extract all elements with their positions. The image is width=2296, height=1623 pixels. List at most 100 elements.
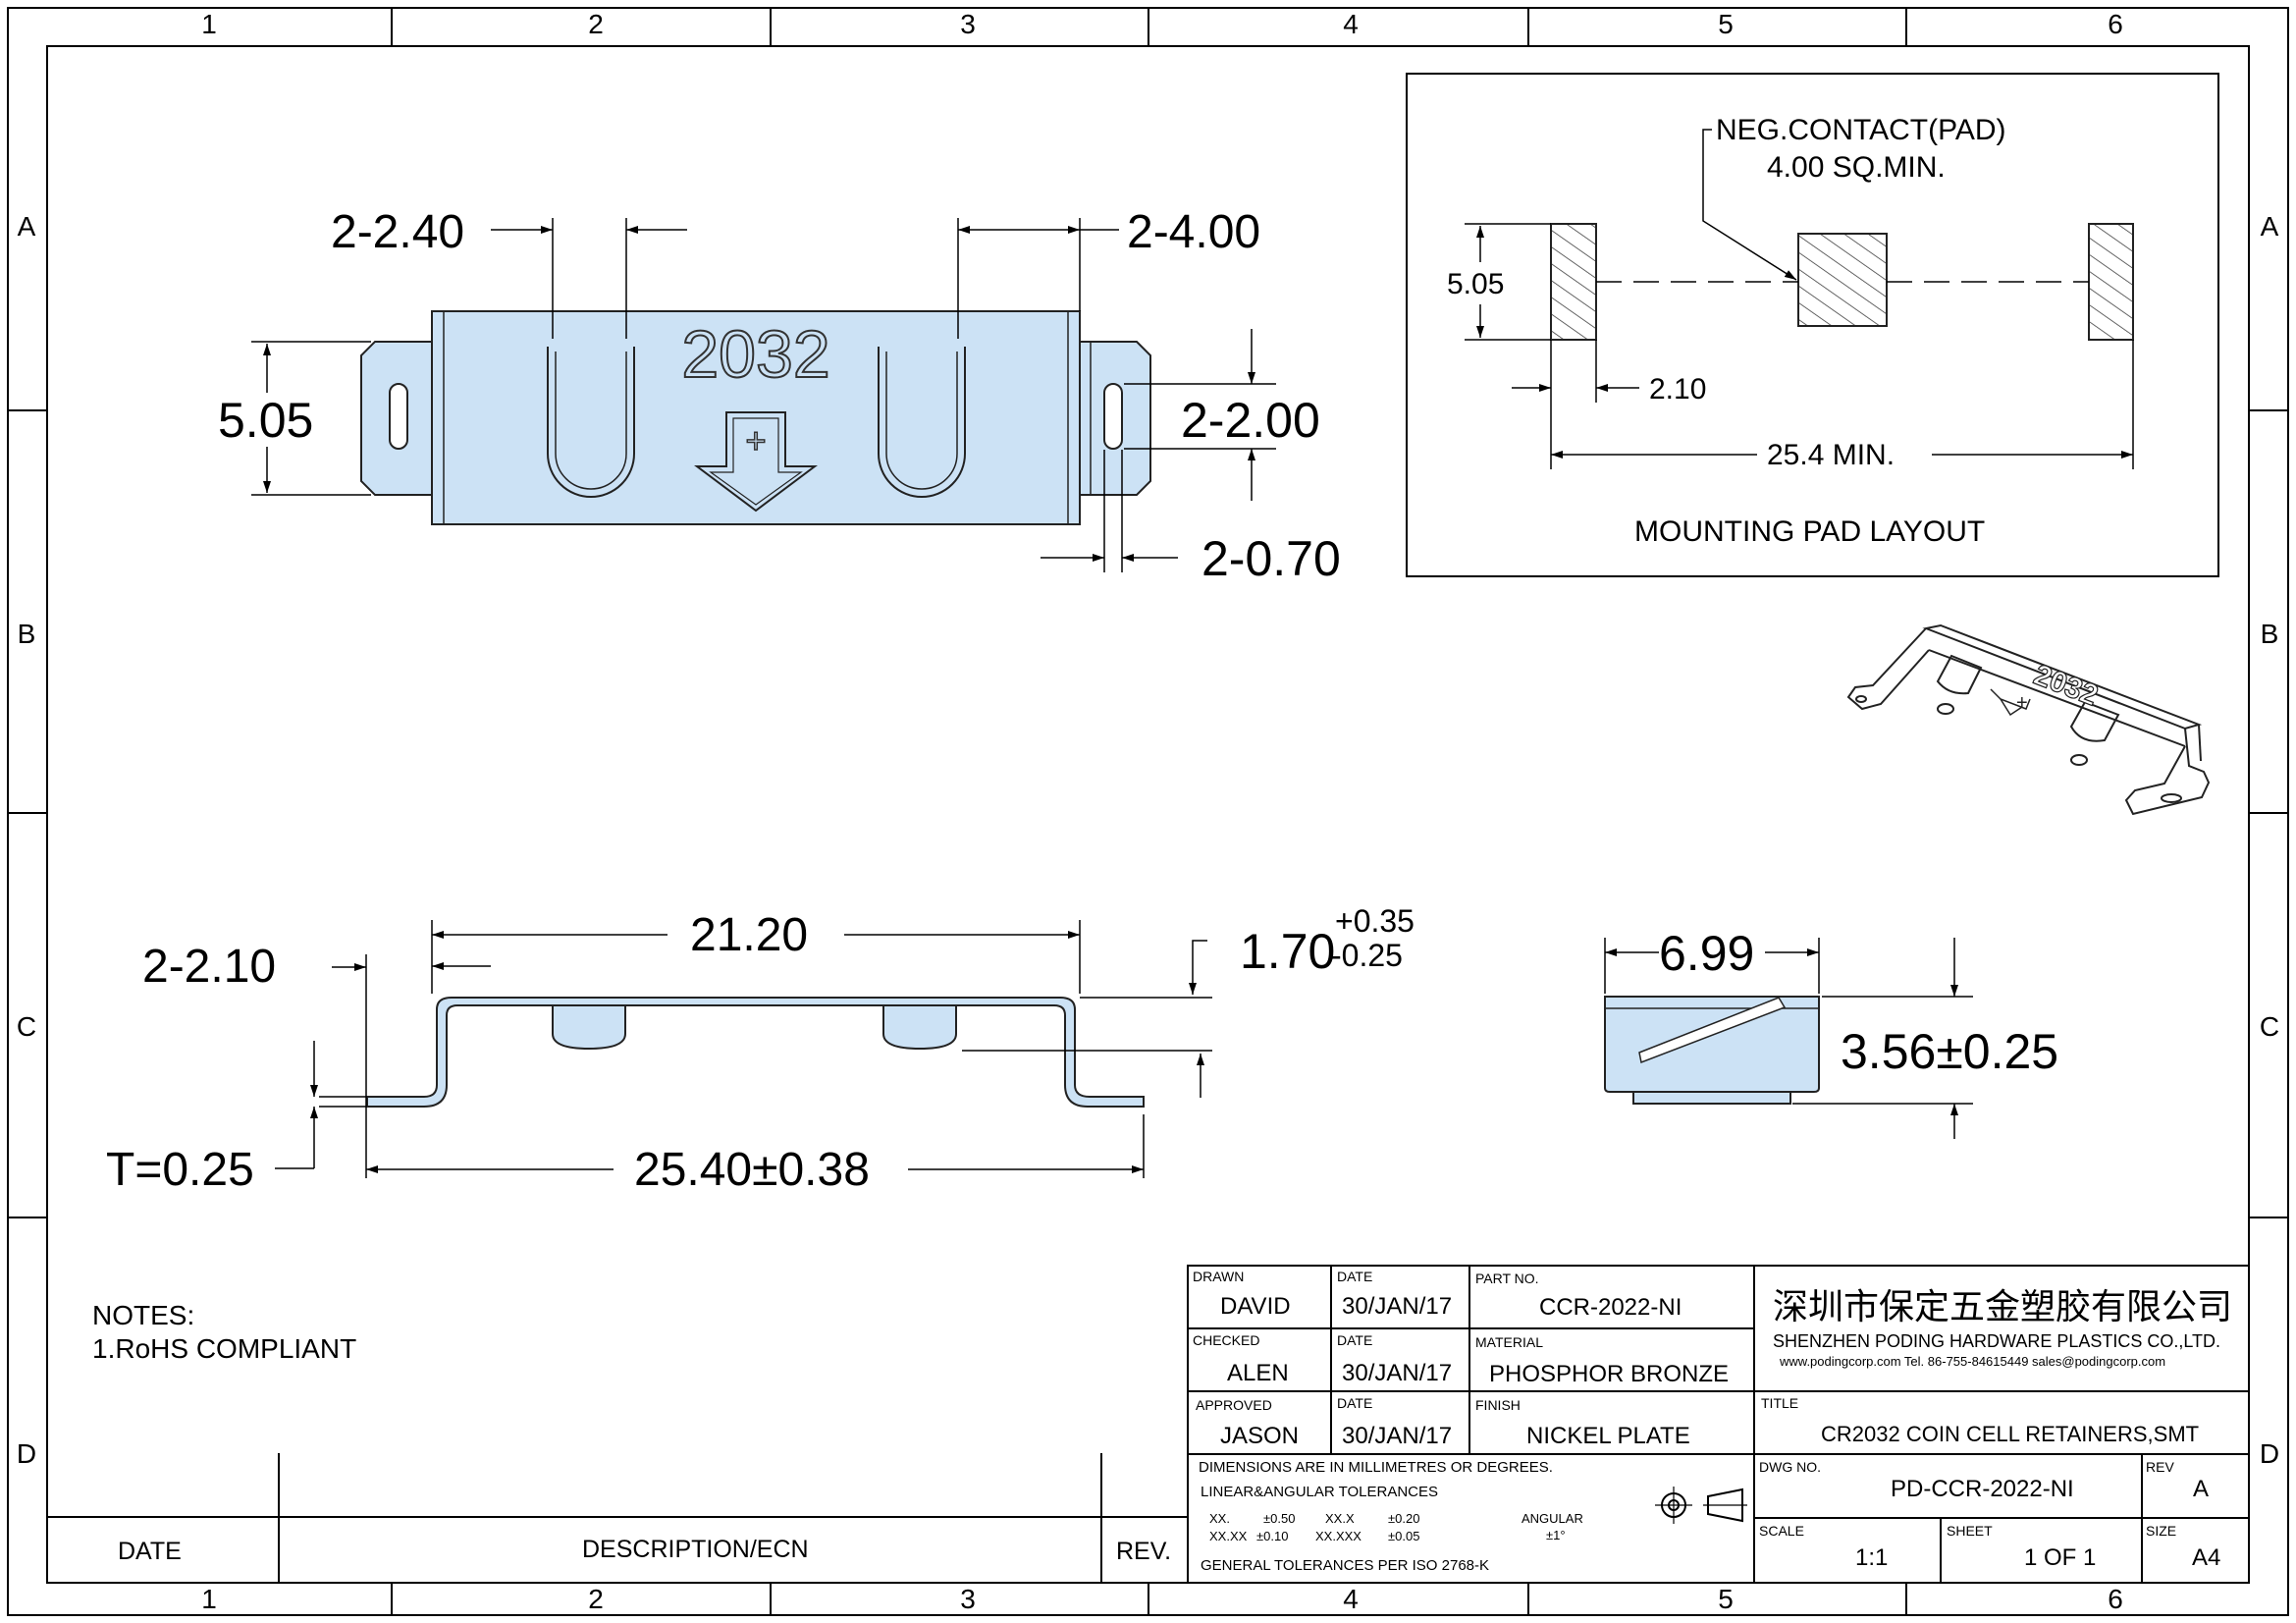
dim-side-thickness: T=0.25 [106, 1144, 254, 1196]
tb-dims-note: DIMENSIONS ARE IN MILLIMETRES OR DEGREES… [1199, 1459, 1553, 1476]
tb-contact: www.podingcorp.com Tel. 86-755-84615449 … [1779, 1354, 2165, 1369]
grid-col-1: 1 [201, 9, 217, 39]
dim-side-tol-minus: -0.25 [1331, 938, 1403, 973]
tb-partno-label: PART NO. [1475, 1271, 1539, 1286]
notes-rohs: 1.RoHS COMPLIANT [92, 1333, 356, 1364]
tb-sheet: 1 OF 1 [2024, 1544, 2096, 1571]
tb-title-label: TITLE [1761, 1395, 1798, 1411]
top-view-emboss: 2032 [681, 317, 829, 392]
pad-neg-contact: NEG.CONTACT(PAD) [1716, 114, 2006, 146]
tb-checked: ALEN [1227, 1360, 1289, 1386]
title-block-grid [1187, 1265, 2250, 1584]
tb-date3: 30/JAN/17 [1342, 1423, 1452, 1449]
tb-material: PHOSPHOR BRONZE [1489, 1361, 1729, 1387]
grid-col-6-bottom: 6 [2108, 1584, 2123, 1614]
grid-col-2: 2 [588, 9, 604, 39]
tb-checked-label: CHECKED [1193, 1332, 1259, 1348]
tb-angular-label: ANGULAR [1522, 1511, 1583, 1526]
tb-title: CR2032 COIN CELL RETAINERS,SMT [1821, 1422, 2199, 1446]
grid-col-3-bottom: 3 [960, 1584, 976, 1614]
tb-company-en: SHENZHEN PODING HARDWARE PLASTICS CO.,LT… [1773, 1331, 2220, 1351]
iso-view [1846, 623, 2211, 816]
pad-layout-caption: MOUNTING PAD LAYOUT [1634, 515, 1985, 548]
tb-material-label: MATERIAL [1475, 1334, 1543, 1350]
tb-tol-b4: ±0.05 [1388, 1529, 1419, 1543]
dim-end-height: 3.56±0.25 [1841, 1024, 2058, 1079]
tb-tol-b2: ±0.10 [1256, 1529, 1288, 1543]
end-view-dim-lines [1604, 938, 1973, 1139]
tb-partno: CCR-2022-NI [1539, 1294, 1682, 1321]
pad-layout-pads [1550, 223, 2134, 341]
tb-finish: NICKEL PLATE [1526, 1423, 1690, 1449]
dim-top-slot-width: 2-0.70 [1201, 531, 1341, 586]
tb-dwgno: PD-CCR-2022-NI [1891, 1476, 2074, 1502]
tb-tol-a3: XX.X [1325, 1511, 1355, 1526]
tb-size-label: SIZE [2146, 1523, 2176, 1539]
third-angle-projection-icon [1655, 1487, 1747, 1524]
tb-company-cn: 深圳市保定五金塑胶有限公司 [1773, 1287, 2232, 1327]
top-view-body [360, 310, 1151, 525]
dim-top-height: 5.05 [218, 393, 313, 448]
tb-date3-label: DATE [1337, 1395, 1372, 1411]
tb-date2-label: DATE [1337, 1332, 1372, 1348]
tb-drawn: DAVID [1220, 1293, 1291, 1320]
dim-side-total: 25.40±0.38 [634, 1144, 870, 1196]
tb-angular: ±1° [1546, 1528, 1566, 1542]
pad-layout-dim-lines [1465, 129, 2134, 469]
tb-rev-label: REV [2146, 1459, 2174, 1475]
side-view: 21.20 2-2.10 1.70 +0.35 -0.25 T=0.25 25.… [106, 903, 1415, 1196]
tb-size: A4 [2192, 1544, 2220, 1571]
dim-top-slot: 2-2.00 [1181, 393, 1320, 448]
grid-col-5-bottom: 5 [1718, 1584, 1734, 1614]
iso-plus: + [2016, 692, 2028, 714]
dim-end-width: 6.99 [1659, 926, 1754, 981]
notes-title: NOTES: [92, 1300, 194, 1330]
top-view: 2032 + 2-2.40 2-4.00 5.05 2-2 [218, 206, 1341, 586]
tb-sheet-label: SHEET [1947, 1523, 1993, 1539]
tb-approved: JASON [1220, 1423, 1299, 1449]
tb-rev: A [2193, 1476, 2209, 1502]
revision-block [47, 1453, 1188, 1583]
sheet-border [7, 7, 2289, 1616]
tb-tol-b1: XX.XX [1209, 1529, 1248, 1543]
dim-side-foot: 2-2.10 [142, 941, 276, 993]
tb-dwgno-label: DWG NO. [1759, 1459, 1821, 1475]
tb-general-tol: GENERAL TOLERANCES PER ISO 2768-K [1201, 1557, 1489, 1574]
pad-sq-min: 4.00 SQ.MIN. [1767, 151, 1946, 184]
grid-col-1-bottom: 1 [201, 1584, 217, 1614]
tb-tol-b3: XX.XXX [1315, 1529, 1362, 1543]
dim-pad-width: 2.10 [1649, 373, 1706, 406]
tb-date1-label: DATE [1337, 1269, 1372, 1284]
grid-col-4-bottom: 4 [1343, 1584, 1359, 1614]
grid-col-3: 3 [960, 9, 976, 39]
grid-row-a-right: A [2261, 211, 2279, 242]
grid-row-d: D [17, 1438, 36, 1469]
grid-row-b-right: B [2261, 619, 2279, 649]
end-view: 6.99 3.56±0.25 [1604, 926, 2058, 1139]
tb-tol-a2: ±0.50 [1263, 1511, 1295, 1526]
iso-emboss: 2032 [2029, 659, 2102, 713]
dim-pad-height: 5.05 [1447, 268, 1504, 300]
grid-col-2-bottom: 2 [588, 1584, 604, 1614]
pad-layout-frame [1406, 73, 2219, 577]
grid-col-4: 4 [1343, 9, 1359, 39]
end-view-body [1604, 996, 1820, 1105]
tb-scale: 1:1 [1855, 1544, 1888, 1571]
top-view-plus: + [745, 420, 766, 460]
tb-date1: 30/JAN/17 [1342, 1293, 1452, 1320]
grid-labels: 1 2 3 4 5 6 1 2 3 4 5 6 A B C D A B C D [17, 9, 2279, 1614]
grid-row-c: C [17, 1011, 36, 1042]
top-view-dim-lines [251, 218, 1276, 572]
dim-side-length: 21.20 [690, 909, 808, 961]
tb-scale-label: SCALE [1759, 1523, 1804, 1539]
revision-description-header: DESCRIPTION/ECN [582, 1536, 809, 1563]
grid-col-6: 6 [2108, 9, 2123, 39]
dim-top-pitch-right: 2-4.00 [1127, 206, 1260, 258]
revision-rev-header: REV. [1116, 1538, 1171, 1565]
pad-layout: NEG.CONTACT(PAD) 4.00 SQ.MIN. 5.05 2.10 … [1406, 73, 2219, 577]
tb-date2: 30/JAN/17 [1342, 1360, 1452, 1386]
grid-row-d-right: D [2260, 1438, 2279, 1469]
dim-side-height: 1.70 [1240, 924, 1335, 979]
grid-row-b: B [18, 619, 36, 649]
